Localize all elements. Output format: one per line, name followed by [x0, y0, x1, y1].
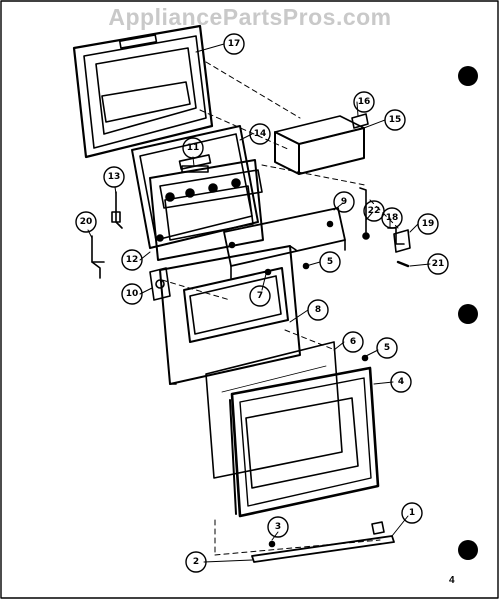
- callout-18: 18: [386, 213, 399, 223]
- callout-6: 6: [350, 337, 356, 347]
- punch-hole-bottom: [458, 540, 478, 560]
- part-19-bracket: [393, 229, 411, 253]
- part-11-handle-clip: [181, 165, 209, 173]
- callout-21: 21: [432, 259, 445, 269]
- part-20-bracket: [91, 235, 105, 279]
- part-6-glass-panel: [205, 341, 343, 479]
- part-9-bracket-panel: [223, 207, 346, 279]
- callout-circles: [75, 33, 449, 573]
- part-4-outer-door: [229, 366, 380, 518]
- part-1-trim-strip: [251, 521, 395, 563]
- callout-1: 1: [409, 508, 415, 518]
- callout-5-lower: 5: [384, 343, 390, 353]
- callout-11: 11: [187, 143, 200, 153]
- part-12-control-panel: [149, 159, 264, 261]
- callout-13: 13: [108, 172, 121, 182]
- part-16-clip: [351, 113, 369, 129]
- callout-4: 4: [398, 377, 404, 387]
- callout-10: 10: [126, 289, 139, 299]
- part-3-screw: [268, 540, 276, 548]
- callout-14: 14: [254, 129, 267, 139]
- part-8-inner-door-panel: [159, 245, 301, 385]
- callout-3: 3: [275, 522, 281, 532]
- callout-5-upper: 5: [327, 257, 333, 267]
- watermark-text: AppliancePartsPros.com: [108, 4, 392, 30]
- callout-16: 16: [358, 97, 371, 107]
- callout-22: 22: [368, 206, 381, 216]
- callout-8: 8: [315, 305, 321, 315]
- part-5-screws: [302, 262, 369, 362]
- part-15-vent-box: [274, 115, 365, 175]
- part-21-screw: [396, 260, 410, 268]
- callout-9: 9: [341, 197, 347, 207]
- callout-17: 17: [228, 39, 241, 49]
- part-17-outer-frame: [72, 24, 214, 159]
- callout-19: 19: [422, 219, 435, 229]
- callout-15: 15: [389, 115, 402, 125]
- punch-hole-middle: [458, 304, 478, 324]
- punch-hole-top: [458, 66, 478, 86]
- callout-12: 12: [126, 255, 139, 265]
- page-number: 4: [449, 575, 455, 586]
- callout-2: 2: [193, 557, 199, 567]
- callout-20: 20: [80, 217, 93, 227]
- part-13-clip: [111, 191, 123, 229]
- callout-7: 7: [257, 291, 263, 301]
